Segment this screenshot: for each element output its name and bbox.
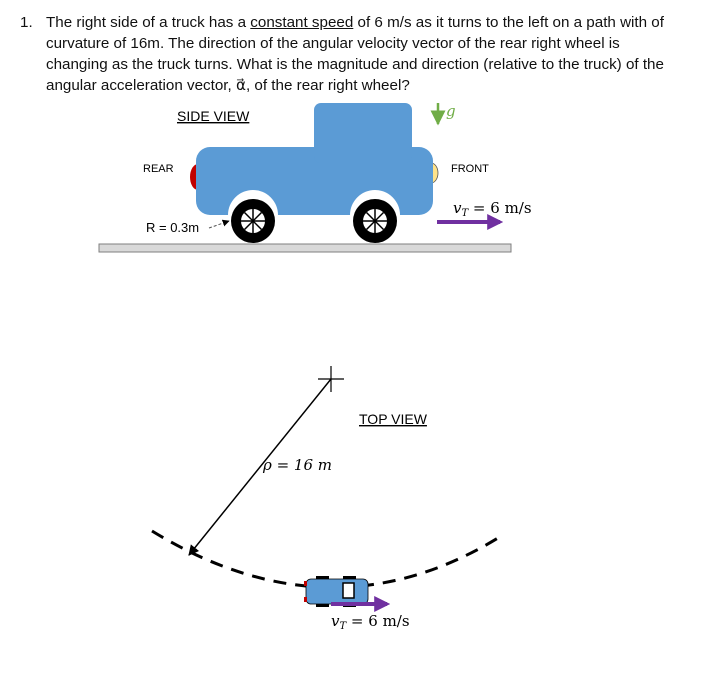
problem-text-underlined: constant speed [250, 14, 354, 31]
top-view-wheel-rear-left [316, 576, 329, 579]
radius-pointer [208, 219, 230, 229]
ground-surface [98, 243, 512, 253]
front-wheel [353, 199, 397, 243]
problem-statement: 1. The right side of a truck has a const… [20, 12, 680, 96]
radius-of-curvature-line [188, 378, 332, 556]
top-view-wheel-front-left [343, 576, 356, 579]
gravity-label: g [446, 102, 456, 120]
top-view-wheel-rear-right [316, 604, 329, 607]
side-velocity-label: vT = 6 m/s [453, 199, 532, 219]
radius-label: R = 0.3m [146, 220, 199, 235]
top-view-cab [342, 582, 355, 599]
side-view-title: SIDE VIEW [177, 108, 250, 124]
top-velocity-label: vT = 6 m/s [331, 612, 410, 632]
top-view-title: TOP VIEW [359, 411, 428, 427]
rho-label: ρ = 16 m [262, 456, 332, 474]
problem-text: The right side of a truck has a constant… [46, 12, 680, 96]
rear-label: REAR [143, 163, 174, 175]
problem-text-before: The right side of a truck has a [46, 14, 251, 31]
top-view: TOP VIEW ρ = 16 m vT = 6 m/s [151, 366, 499, 632]
problem-text-end: , of the rear right wheel? [245, 77, 410, 94]
problem-number: 1. [20, 14, 33, 31]
front-label: FRONT [451, 163, 489, 175]
rear-wheel [231, 199, 275, 243]
problem-text-after: of 6 m/s as it turns to the left on a pa… [46, 14, 664, 94]
truck-cab [314, 103, 412, 163]
side-view: SIDE VIEW g [98, 102, 532, 253]
alpha-vector-symbol: α⃗ [235, 77, 246, 94]
